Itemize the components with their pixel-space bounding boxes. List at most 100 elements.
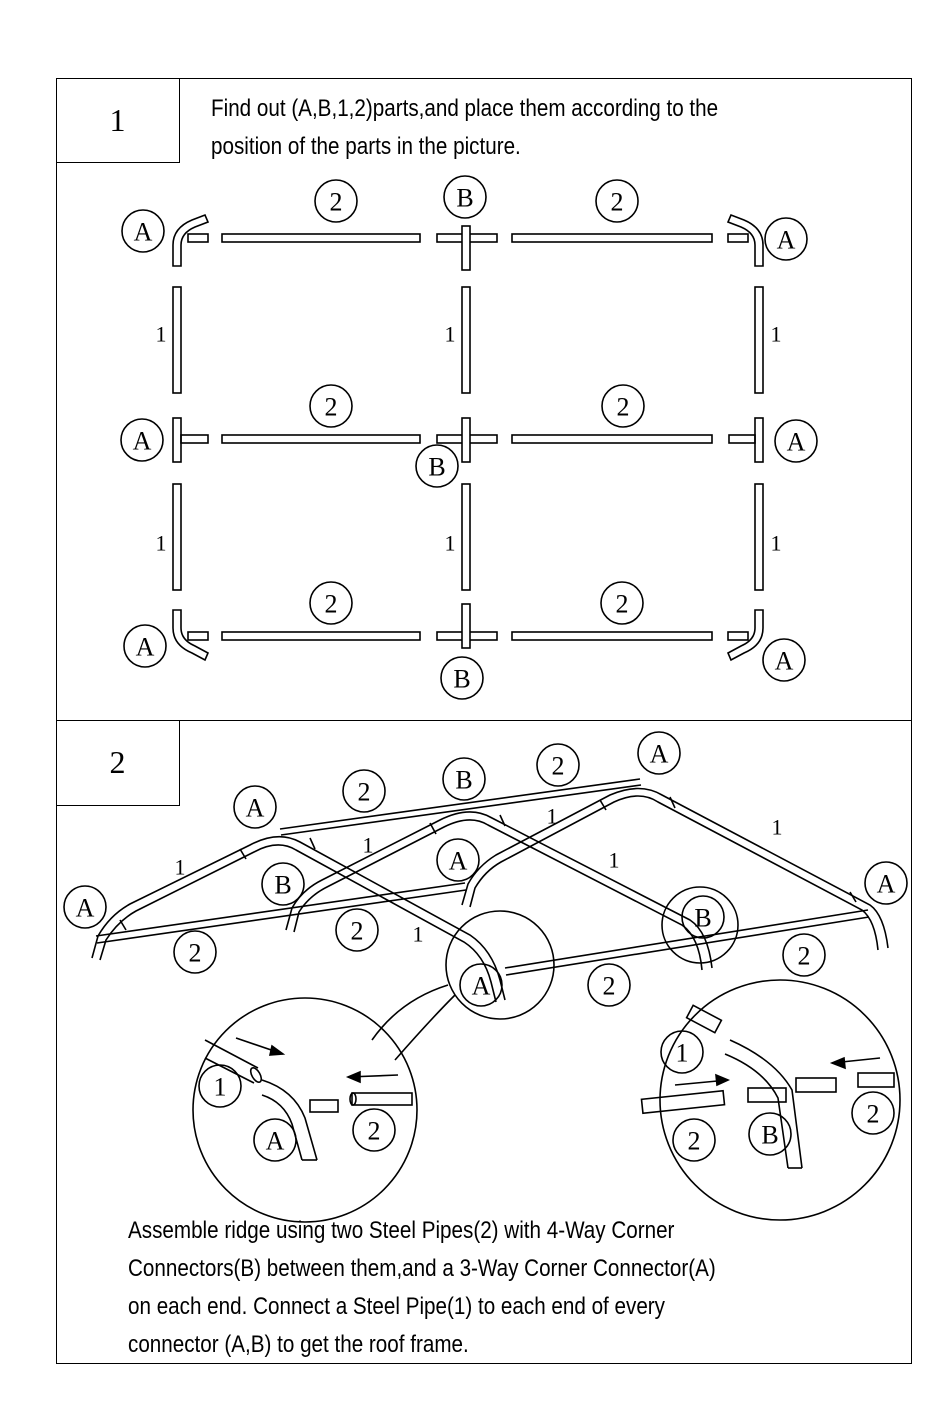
connector-a-part	[172, 213, 210, 267]
rafter-pipe	[461, 787, 889, 951]
step-1-line-2: position of the parts in the picture.	[211, 133, 521, 160]
zoom-circle-b	[661, 886, 739, 964]
magnified-connector-b	[724, 1039, 837, 1169]
label-pipe-2: 2	[351, 917, 364, 946]
label-circle	[459, 963, 503, 1007]
label-circle	[681, 895, 725, 939]
label-circle	[442, 757, 486, 801]
pipe-1-part	[461, 483, 471, 591]
step-2-line-2: Connectors(B) between them,and a 3-Way C…	[128, 1255, 716, 1282]
label-circle	[121, 209, 165, 253]
label-pipe-2: 2	[189, 939, 202, 968]
pipe-2-part	[221, 233, 421, 243]
magnified-view-b	[659, 979, 901, 1221]
label-circle	[443, 175, 487, 219]
label-connector-a: A	[449, 847, 468, 876]
label-circle	[595, 179, 639, 223]
connector-b-part	[436, 417, 498, 463]
pipe-2-part	[511, 233, 713, 243]
label-connector-a: A	[76, 894, 95, 923]
step-1-instructions: Find out (A,B,1,2)parts,and place them a…	[211, 90, 796, 166]
connector-a-part	[728, 417, 764, 463]
magnified-view-a	[192, 997, 418, 1223]
arrowhead	[829, 1056, 846, 1070]
label-circle	[120, 418, 164, 462]
zoom-circle-a	[445, 910, 555, 1020]
label-pipe-1: 1	[772, 815, 783, 840]
label-connector-a: A	[134, 218, 153, 247]
rear-ridge-pipe	[279, 778, 642, 836]
label-pipe-2: 2	[330, 188, 343, 217]
label-pipe-2: 2	[867, 1100, 880, 1129]
label-circle	[233, 785, 277, 829]
label-connector-a: A	[266, 1127, 285, 1156]
step-1-number-text: 1	[109, 101, 126, 138]
label-pipe-1: 1	[771, 322, 782, 347]
label-pipe-1: 1	[547, 804, 558, 829]
label-pipe-2: 2	[617, 393, 630, 422]
label-pipe-1: 1	[771, 531, 782, 556]
magnified-pipe-1	[685, 1004, 723, 1034]
label-connector-b: B	[456, 184, 473, 213]
label-circle	[309, 581, 353, 625]
label-pipe-2: 2	[611, 188, 624, 217]
step-1-line-1: Find out (A,B,1,2)parts,and place them a…	[211, 95, 719, 122]
rafter-pipe	[285, 811, 713, 971]
label-circle	[864, 861, 908, 905]
label-connector-a: A	[246, 794, 265, 823]
label-pipe-2: 2	[358, 778, 371, 807]
step-2-line-1: Assemble ridge using two Steel Pipes(2) …	[128, 1217, 675, 1244]
label-circle	[123, 624, 167, 668]
back-eave-pipe	[504, 909, 870, 976]
arrowhead	[345, 1070, 361, 1084]
rafter-pipe	[91, 835, 506, 1003]
label-pipe-2: 2	[325, 393, 338, 422]
connector-a-part	[172, 609, 210, 662]
label-pipe-1: 1	[445, 531, 456, 556]
label-pipe-2: 2	[368, 1117, 381, 1146]
label-pipe-2: 2	[325, 590, 338, 619]
magnified-pipe-2	[349, 1092, 413, 1106]
callout-line	[394, 994, 456, 1061]
label-pipe-1: 1	[445, 322, 456, 347]
label-pipe-1: 1	[214, 1073, 227, 1102]
connector-a-part	[726, 609, 764, 662]
label-circle	[600, 581, 644, 625]
pipe-1-part	[754, 483, 764, 591]
label-circle	[851, 1091, 895, 1135]
label-pipe-2: 2	[552, 752, 565, 781]
label-pipe-2: 2	[616, 590, 629, 619]
section-divider	[56, 720, 912, 721]
label-circle	[601, 384, 645, 428]
label-circle	[415, 444, 459, 488]
label-pipe-1: 1	[363, 833, 374, 858]
label-circle	[63, 885, 107, 929]
pipe-2-part	[221, 631, 421, 641]
label-circle	[672, 1118, 716, 1162]
arrowhead	[715, 1073, 731, 1087]
step-2-instructions: Assemble ridge using two Steel Pipes(2) …	[128, 1212, 782, 1364]
label-pipe-2: 2	[603, 972, 616, 1001]
pipe-2-part	[511, 631, 713, 641]
label-circle	[748, 1112, 792, 1156]
label-pipe-1: 1	[156, 531, 167, 556]
step-2-line-4: connector (A,B) to get the roof frame.	[128, 1331, 469, 1358]
label-circle	[314, 179, 358, 223]
label-circle	[440, 656, 484, 700]
label-circle	[309, 384, 353, 428]
label-connector-b: B	[761, 1121, 778, 1150]
label-connector-b: B	[274, 871, 291, 900]
label-circle	[660, 1030, 704, 1074]
pipe-1-part	[461, 286, 471, 394]
label-connector-b: B	[453, 665, 470, 694]
label-circle	[782, 933, 826, 977]
label-pipe-1: 1	[156, 322, 167, 347]
diagram-frame	[56, 78, 912, 1364]
label-connector-b: B	[694, 904, 711, 933]
pipe-2-part	[221, 434, 421, 444]
connector-b-part	[436, 603, 498, 649]
label-circle	[342, 769, 386, 813]
label-connector-b: B	[428, 453, 445, 482]
step-2-number-text: 2	[109, 744, 126, 780]
step-2-line-3: on each end. Connect a Steel Pipe(1) to …	[128, 1293, 666, 1320]
